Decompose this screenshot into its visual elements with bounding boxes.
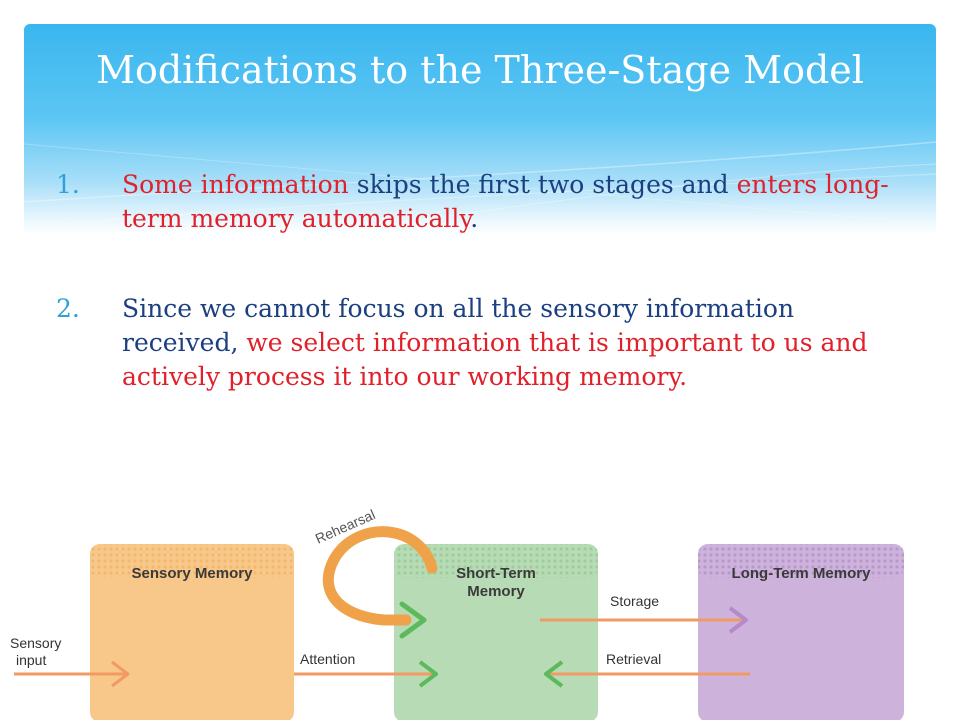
short-term-memory-box: Short-Term Memory bbox=[394, 544, 598, 720]
short-term-memory-label-line2: Memory bbox=[467, 583, 525, 600]
long-term-memory-label: Long-Term Memory bbox=[732, 565, 872, 582]
retrieval-arrow bbox=[544, 660, 750, 688]
point-number: 1. bbox=[56, 170, 80, 199]
slide-title: Modifications to the Three-Stage Model bbox=[96, 48, 864, 92]
sensory-memory-box: Sensory Memory bbox=[90, 544, 294, 720]
point-2: 2. Since we cannot focus on all the sens… bbox=[56, 292, 916, 394]
storage-label: Storage bbox=[610, 593, 659, 609]
point-2-text-1: Since we cannot focus on all the sensory… bbox=[122, 294, 795, 357]
attention-arrow bbox=[294, 660, 438, 688]
point-1: 1. Some information skips the first two … bbox=[56, 168, 916, 236]
sensory-memory-label: Sensory Memory bbox=[132, 565, 254, 582]
point-1-text-2: . bbox=[470, 204, 479, 233]
point-2-highlight-1: we select information that is important … bbox=[122, 328, 868, 391]
memory-model-diagram: Sensory Memory Short-Term Memory Long-Te… bbox=[10, 506, 904, 720]
storage-arrow bbox=[540, 606, 748, 634]
point-1-highlight-1: Some information bbox=[122, 170, 349, 199]
sensory-input-label-line1: Sensory bbox=[10, 635, 61, 651]
sensory-input-label-line2: input bbox=[16, 652, 46, 668]
attention-label: Attention bbox=[300, 651, 355, 667]
banner-decoration bbox=[24, 141, 936, 234]
title-banner bbox=[24, 24, 936, 234]
sensory-input-arrow bbox=[14, 660, 130, 688]
point-list: 1. Some information skips the first two … bbox=[56, 168, 916, 394]
rehearsal-loop-arrow bbox=[322, 526, 438, 639]
point-number: 2. bbox=[56, 294, 80, 323]
short-term-memory-label-line1: Short-Term bbox=[456, 565, 536, 582]
point-1-text-1: skips the first two stages and bbox=[348, 170, 737, 199]
point-1-highlight-2: enters long-term memory automatically bbox=[122, 170, 889, 233]
retrieval-label: Retrieval bbox=[606, 651, 661, 667]
long-term-memory-box: Long-Term Memory bbox=[698, 544, 904, 720]
